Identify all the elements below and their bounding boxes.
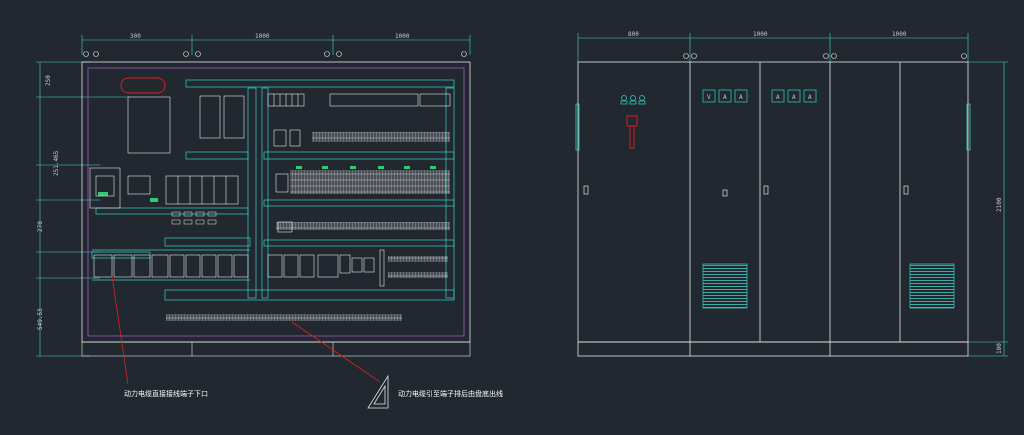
mounting-plate — [87, 67, 465, 337]
indicator-lamps — [620, 95, 646, 105]
side-dim-4: 549.53 — [37, 308, 44, 330]
cabinet-outline — [577, 61, 969, 357]
rotary-switch — [626, 115, 638, 149]
front-height-dimension — [968, 61, 1008, 357]
top-components — [127, 93, 451, 154]
front-dim-2: 1000 — [753, 31, 768, 38]
door-hinges — [575, 103, 971, 151]
top-bolts — [83, 51, 467, 57]
front-base-label: 100 — [996, 343, 1003, 354]
meter-label-4: A — [776, 94, 780, 101]
door-handles — [583, 185, 909, 197]
terminal-row-5 — [388, 272, 448, 278]
terminal-row-3 — [276, 222, 450, 230]
leader-lines — [111, 275, 381, 385]
front-top-dimensions — [577, 33, 969, 62]
terminal-row-4 — [388, 256, 448, 262]
terminal-markers — [98, 166, 436, 202]
cable-entry-oval — [120, 77, 166, 94]
left-dim-1: 300 — [130, 33, 141, 40]
side-dim-1: 250 — [45, 75, 52, 86]
terminal-row-2 — [290, 170, 450, 194]
meter-boxes — [702, 89, 817, 103]
left-side-dimensions — [36, 61, 130, 357]
front-dim-3: 1000 — [892, 31, 907, 38]
front-bolts — [683, 53, 967, 59]
annotation-1: 动力电缆直接接线端子下口 — [124, 389, 208, 398]
side-dim-2: 251.465 — [53, 150, 60, 176]
left-dim-3: 1000 — [395, 33, 410, 40]
breaker-row — [89, 167, 293, 233]
triangle-symbol — [367, 374, 389, 409]
contactor-row — [93, 249, 385, 287]
meter-label-2: A — [723, 94, 727, 101]
side-dim-3: 270 — [37, 221, 44, 232]
meter-label-5: A — [792, 94, 796, 101]
relay-blocks — [171, 211, 217, 225]
left-top-dimensions — [81, 35, 471, 55]
meter-label-6: A — [808, 94, 812, 101]
ventilation-louvers — [702, 263, 955, 309]
front-view: 800 1000 1000 2100 100 — [575, 31, 1008, 357]
terminal-row-1 — [312, 132, 450, 142]
meter-label-1: V — [707, 94, 711, 101]
left-dim-2: 1000 — [255, 33, 270, 40]
left-view: 300 1000 1000 250 251.465 270 549.53 — [36, 33, 503, 409]
panel-base — [81, 341, 471, 357]
front-height-label: 2100 — [996, 197, 1003, 212]
front-dim-1: 800 — [628, 31, 639, 38]
terminal-row-bottom — [166, 314, 402, 321]
annotation-2: 动力电缆引至端子排后由盘底出线 — [398, 389, 503, 398]
meter-labels: V A A A A A — [707, 94, 812, 101]
meter-label-3: A — [739, 94, 743, 101]
